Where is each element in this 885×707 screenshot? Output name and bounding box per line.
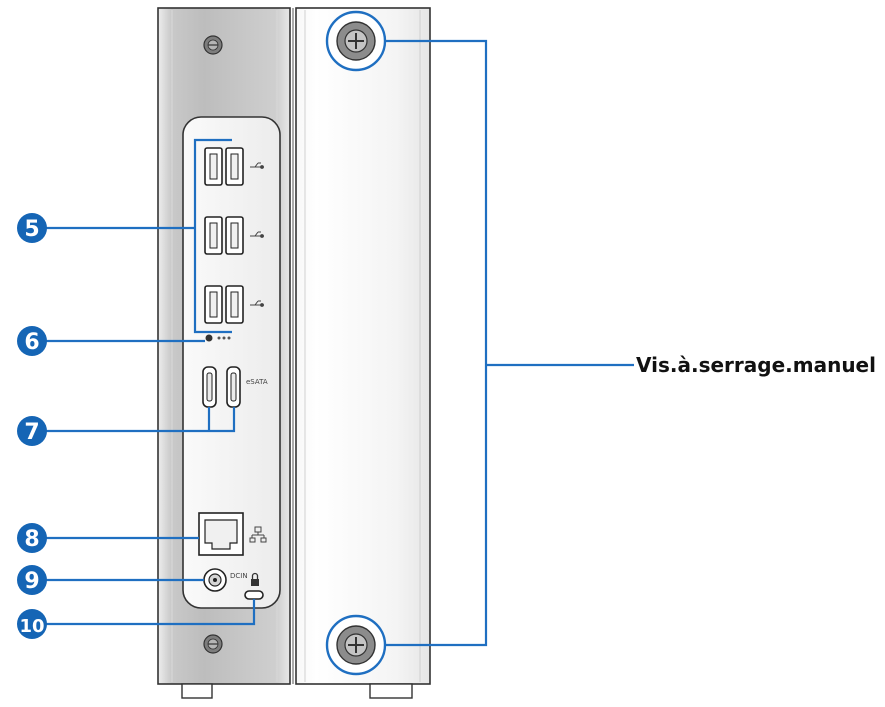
svg-text:6: 6 xyxy=(24,330,39,355)
usb-port-group xyxy=(204,147,264,324)
dc-in-jack: DCIN xyxy=(203,568,248,592)
callout-7: 7 xyxy=(17,416,47,446)
foot-left xyxy=(181,683,213,699)
network-icon xyxy=(249,526,267,543)
chassis-right-panel xyxy=(295,7,431,685)
dc-label: DCIN xyxy=(230,572,248,580)
svg-text:10: 10 xyxy=(19,616,44,637)
esata-label: eSATA xyxy=(246,378,268,386)
leader-line-7 xyxy=(46,407,236,433)
lan-port xyxy=(198,512,267,556)
leader-lines xyxy=(46,39,634,647)
small-screw-top xyxy=(203,35,223,55)
callout-5: 5 xyxy=(17,213,47,243)
callout-10: 10 xyxy=(17,609,47,639)
svg-text:8: 8 xyxy=(24,527,39,552)
callout-9: 9 xyxy=(17,565,47,595)
callout-8: 8 xyxy=(17,523,47,553)
thumbscrew-caption: Vis.à.serrage.manuel xyxy=(636,353,876,377)
leader-line-thumbscrews xyxy=(385,39,488,647)
svg-text:7: 7 xyxy=(24,420,39,445)
small-screw-bottom xyxy=(203,634,223,654)
thumbscrew-bottom xyxy=(325,614,387,676)
foot-right xyxy=(369,683,413,699)
usb-icon xyxy=(250,231,264,238)
thumbscrew-top xyxy=(325,10,387,72)
esata-ports: eSATA xyxy=(202,366,268,408)
usb-port-pair-1 xyxy=(204,147,264,186)
usb-icon xyxy=(250,162,264,169)
callout-6: 6 xyxy=(17,326,47,356)
usb-bracket xyxy=(193,138,232,334)
indicator-dots-icon xyxy=(217,336,231,340)
usb-port-pair-2 xyxy=(204,216,264,255)
svg-text:5: 5 xyxy=(24,217,39,242)
indicator-led xyxy=(205,334,231,342)
security-lock-slot xyxy=(244,572,264,600)
usb-icon xyxy=(250,300,264,307)
lock-icon xyxy=(251,572,259,586)
svg-text:9: 9 xyxy=(24,569,39,594)
leader-line-10 xyxy=(46,599,256,626)
usb-port-pair-3 xyxy=(204,285,264,324)
